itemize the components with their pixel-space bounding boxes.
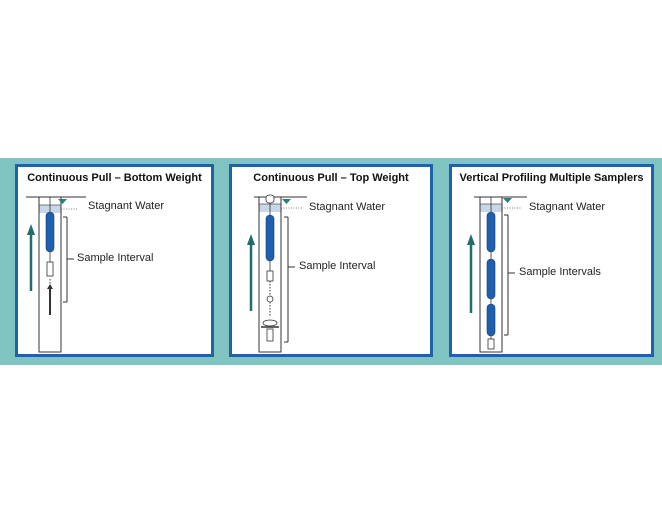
- sampler-middle: [486, 258, 496, 300]
- water-level-triangle-icon: [58, 199, 67, 204]
- pull-direction-icon: [47, 284, 53, 289]
- panel-title: Continuous Pull – Bottom Weight: [27, 172, 202, 184]
- water-level-triangle-icon: [503, 198, 512, 203]
- sampler-upper: [486, 211, 496, 253]
- sample-interval-label: Sample Interval: [77, 252, 154, 264]
- panel-title: Continuous Pull – Top Weight: [253, 172, 409, 184]
- stagnant-water-label: Stagnant Water: [309, 201, 386, 213]
- sampler-lower: [486, 303, 496, 337]
- bottom-fitting: [266, 328, 274, 342]
- well-diagram-top-weight: [247, 194, 307, 353]
- sample-interval-label: Sample Interval: [299, 260, 376, 272]
- panel-continuous-pull-bottom-weight: Continuous Pull – Bottom Weight Stagnant…: [15, 164, 214, 357]
- top-weight: [265, 194, 275, 204]
- check-valve: [266, 270, 274, 282]
- water-level-triangle-icon: [282, 199, 291, 204]
- panel-vertical-profiling-multiple-samplers: Vertical Profiling Multiple Samplers Sta…: [449, 164, 654, 357]
- panel-continuous-pull-top-weight: Continuous Pull – Top Weight Stagnant Wa…: [229, 164, 433, 357]
- well-diagram-bottom-weight: [26, 196, 86, 353]
- bottom-weight: [46, 261, 54, 277]
- upward-arrow-icon: [27, 224, 35, 235]
- stagnant-water-label: Stagnant Water: [529, 201, 606, 213]
- upward-arrow-icon: [467, 234, 475, 245]
- anchor-disc: [262, 319, 278, 327]
- sampler: [45, 211, 55, 253]
- swivel: [266, 295, 274, 303]
- panel-title: Vertical Profiling Multiple Samplers: [459, 172, 644, 184]
- sampler: [265, 214, 275, 262]
- upward-arrow-icon: [247, 234, 255, 245]
- well-diagram-multiple-samplers: [467, 196, 527, 353]
- bottom-weight: [487, 338, 495, 350]
- stagnant-water-label: Stagnant Water: [88, 200, 165, 212]
- sample-intervals-label: Sample Intervals: [519, 266, 601, 278]
